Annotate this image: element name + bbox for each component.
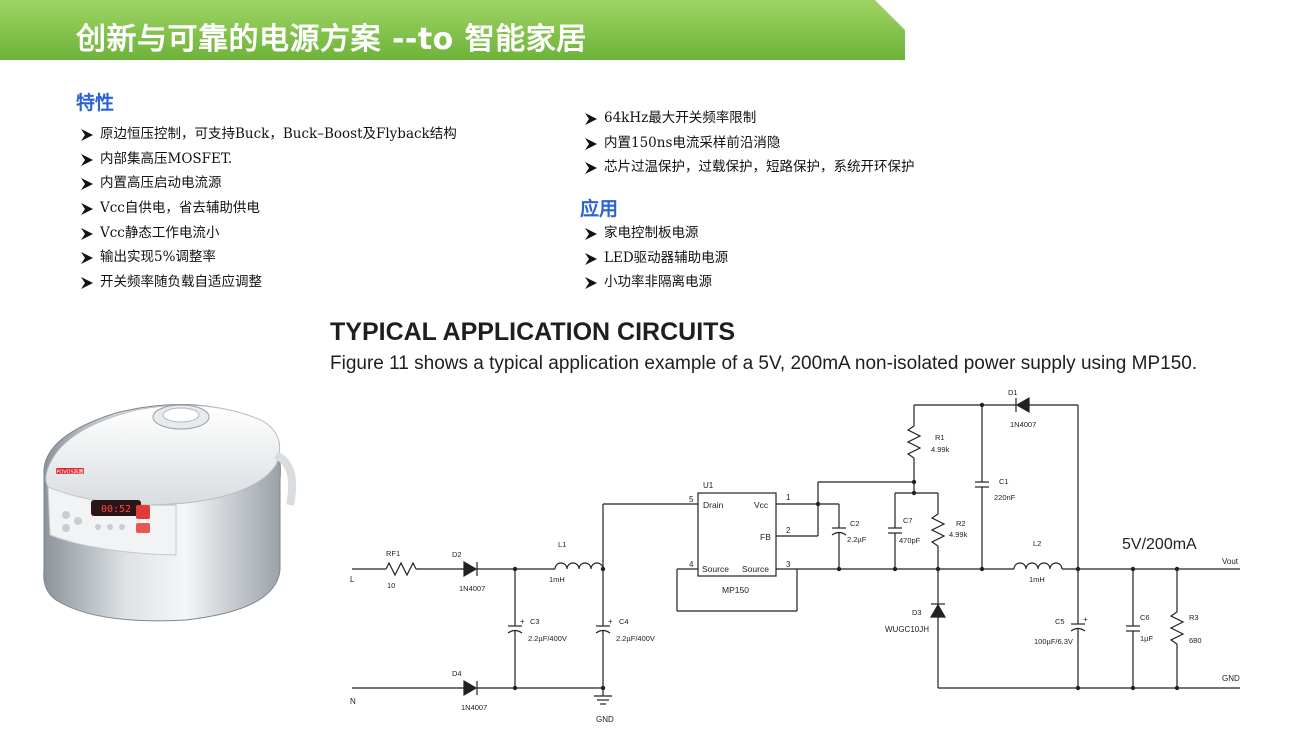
feature-item: 64kHz最大开关频率限制 xyxy=(582,106,915,131)
svg-text:+: + xyxy=(520,617,525,626)
l2-value: 1mH xyxy=(1029,575,1045,584)
svg-text:POVOS奔腾: POVOS奔腾 xyxy=(56,469,83,476)
c6-ref: C6 xyxy=(1140,613,1150,622)
r3-value: 680 xyxy=(1189,636,1202,645)
typical-application-description: Figure 11 shows a typical application ex… xyxy=(330,353,1198,374)
title-banner: 创新与可靠的电源方案 --to 智能家居 xyxy=(0,0,905,60)
r2-ref: R2 xyxy=(956,519,966,528)
r1-value: 4.99k xyxy=(931,445,950,454)
brand-logo xyxy=(56,468,84,474)
arrow-bullet-icon xyxy=(585,252,597,265)
c5-ref: C5 xyxy=(1055,617,1065,626)
application-item: LED驱动器辅助电源 xyxy=(582,246,728,271)
d1-value: 1N4007 xyxy=(1010,420,1036,429)
pin-number-5: 5 xyxy=(689,495,694,504)
pin-number-1: 1 xyxy=(786,493,791,502)
c4-value: 2.2µF/400V xyxy=(616,634,655,643)
net-label-gnd: GND xyxy=(1222,674,1240,683)
features-heading: 特性 xyxy=(76,92,115,114)
typical-application-title: TYPICAL APPLICATION CIRCUITS xyxy=(330,318,736,346)
features-list-right: 64kHz最大开关频率限制 内置150ns电流采样前沿消隐 芯片过温保护，过载保… xyxy=(582,106,915,180)
ic-pin-source-left: Source xyxy=(702,564,729,574)
ic-pin-drain: Drain xyxy=(703,500,724,510)
d1-ref: D1 xyxy=(1008,388,1018,397)
arrow-bullet-icon xyxy=(585,137,597,150)
arrow-bullet-icon xyxy=(585,228,597,240)
display-panel xyxy=(91,500,141,516)
arrow-bullet-icon xyxy=(81,129,93,141)
rice-cooker-image: POVOS奔腾 00:52 xyxy=(43,404,296,622)
rf1-value: 10 xyxy=(387,581,395,590)
net-label-vout: Vout xyxy=(1222,557,1239,566)
arrow-bullet-icon xyxy=(585,162,597,175)
output-rating: 5V/200mA xyxy=(1122,536,1197,553)
svg-text:+: + xyxy=(1083,615,1088,624)
applications-list: 家电控制板电源 LED驱动器辅助电源 小功率非隔离电源 xyxy=(582,221,728,295)
applications-heading: 应用 xyxy=(580,198,619,220)
ic-ref: U1 xyxy=(703,481,714,490)
l1-ref: L1 xyxy=(558,540,566,549)
features-list-left: 原边恒压控制，可支持Buck，Buck–Boost及Flyback结构 内部集高… xyxy=(78,122,457,295)
feature-item: 芯片过温保护，过载保护，短路保护，系统开环保护 xyxy=(582,155,915,180)
c1-value: 220nF xyxy=(994,493,1016,502)
feature-item: 内置高压启动电流源 xyxy=(78,171,457,196)
feature-item: Vcc自供电，省去辅助供电 xyxy=(78,196,457,221)
c2-ref: C2 xyxy=(850,519,860,528)
c2-value: 2.2µF xyxy=(847,535,867,544)
arrow-bullet-icon xyxy=(81,277,93,290)
r2-value: 4.99k xyxy=(949,530,968,539)
ic-pin-fb: FB xyxy=(760,532,771,542)
d4-value: 1N4007 xyxy=(461,703,487,712)
c7-ref: C7 xyxy=(903,516,913,525)
gnd-symbol-label: GND xyxy=(596,715,614,724)
feature-item: 内置150ns电流采样前沿消隐 xyxy=(582,131,915,156)
net-label-neutral: N xyxy=(350,697,356,706)
arrow-bullet-icon xyxy=(81,153,93,166)
l1-value: 1mH xyxy=(549,575,565,584)
ic-part: MP150 xyxy=(722,585,749,595)
feature-item: 原边恒压控制，可支持Buck，Buck–Boost及Flyback结构 xyxy=(78,122,457,147)
net-label-line: L xyxy=(350,575,355,584)
feature-item: 内部集高压MOSFET. xyxy=(78,147,457,172)
ic-pin-vcc: Vcc xyxy=(754,500,769,510)
d3-ref: D3 xyxy=(912,608,922,617)
application-item: 家电控制板电源 xyxy=(582,221,728,246)
d2-ref: D2 xyxy=(452,550,462,559)
arrow-bullet-icon xyxy=(81,227,93,240)
application-item: 小功率非隔离电源 xyxy=(582,270,728,295)
c5-value: 100µF/6.3V xyxy=(1034,637,1073,646)
arrow-bullet-icon xyxy=(81,203,93,216)
r3-ref: R3 xyxy=(1189,613,1199,622)
arrow-bullet-icon xyxy=(585,113,597,125)
c3-ref: C3 xyxy=(530,617,540,626)
r1-ref: R1 xyxy=(935,433,945,442)
feature-item: 输出实现5%调整率 xyxy=(78,245,457,270)
page-title: 创新与可靠的电源方案 --to 智能家居 xyxy=(76,22,587,57)
c1-ref: C1 xyxy=(999,477,1009,486)
svg-text:+: + xyxy=(608,617,613,626)
d3-value: WUGC10JH xyxy=(885,625,929,634)
pin-number-3: 3 xyxy=(786,560,791,569)
c7-value: 470pF xyxy=(899,536,921,545)
arrow-bullet-icon xyxy=(81,178,93,191)
c4-ref: C4 xyxy=(619,617,629,626)
feature-item: Vcc静态工作电流小 xyxy=(78,221,457,246)
c6-value: 1µF xyxy=(1140,634,1153,643)
rf1-ref: RF1 xyxy=(386,549,400,558)
pin-number-2: 2 xyxy=(786,526,791,535)
pin-number-4: 4 xyxy=(689,560,694,569)
l2-ref: L2 xyxy=(1033,539,1041,548)
c3-value: 2.2µF/400V xyxy=(528,634,567,643)
svg-text:00:52: 00:52 xyxy=(101,504,131,515)
d4-ref: D4 xyxy=(452,669,462,678)
arrow-bullet-icon xyxy=(585,277,597,290)
feature-item: 开关频率随负载自适应调整 xyxy=(78,270,457,295)
ic-pin-source-right: Source xyxy=(742,564,769,574)
arrow-bullet-icon xyxy=(81,252,93,265)
d2-value: 1N4007 xyxy=(459,584,485,593)
